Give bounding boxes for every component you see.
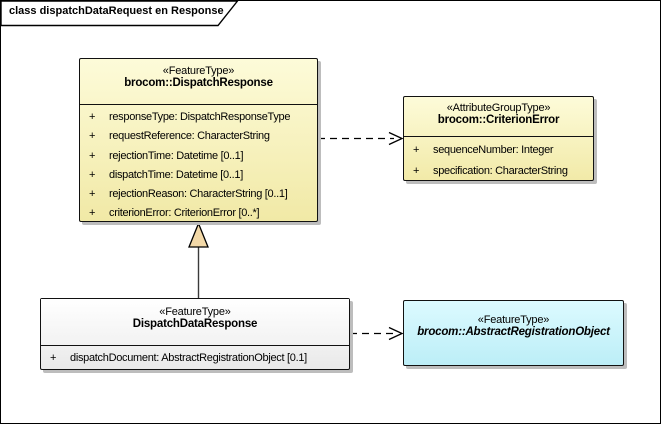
visibility-marker: + xyxy=(89,207,96,220)
class-header: «AttributeGroupType» brocom::CriterionEr… xyxy=(404,97,593,137)
visibility-marker: + xyxy=(413,144,420,156)
stereotype-label: «FeatureType» xyxy=(159,306,231,318)
attribute-row[interactable]: + dispatchTime: Datetime [0..1] xyxy=(80,166,317,185)
class-name: brocom::CriterionError xyxy=(437,114,560,126)
visibility-marker: + xyxy=(50,352,57,364)
class-box-dispatch-response[interactable]: «FeatureType» brocom::DispatchResponse +… xyxy=(79,58,318,222)
frame-tab xyxy=(0,0,239,27)
attribute-text: criterionError: CriterionError [0..*] xyxy=(109,207,260,220)
visibility-marker: + xyxy=(89,149,96,162)
generalization-arrow[interactable] xyxy=(188,221,209,299)
attribute-row[interactable]: + criterionError: CriterionError [0..*] xyxy=(80,204,317,223)
attribute-text: sequenceNumber: Integer xyxy=(433,144,554,156)
attribute-row[interactable]: + dispatchDocument: AbstractRegistration… xyxy=(41,350,349,370)
attribute-row[interactable]: + sequenceNumber: Integer xyxy=(404,141,593,162)
attribute-compartment: + sequenceNumber: Integer + specificatio… xyxy=(404,137,593,182)
attribute-row[interactable]: + rejectionReason: CharacterString [0..1… xyxy=(80,185,317,204)
attribute-row[interactable]: + requestReference: CharacterString xyxy=(80,127,317,146)
class-header: «FeatureType» brocom::DispatchResponse xyxy=(80,59,317,105)
attribute-row[interactable]: + rejectionTime: Datetime [0..1] xyxy=(80,147,317,166)
attribute-text: rejectionReason: CharacterString [0..1] xyxy=(109,188,288,201)
attribute-text: rejectionTime: Datetime [0..1] xyxy=(109,149,244,162)
visibility-marker: + xyxy=(89,111,96,123)
open-arrowhead-icon xyxy=(388,131,404,146)
class-name: brocom::DispatchResponse xyxy=(124,77,273,89)
visibility-marker: + xyxy=(89,188,96,201)
attribute-compartment: + responseType: DispatchResponseType + r… xyxy=(80,105,317,224)
attribute-row[interactable]: + specification: CharacterString xyxy=(404,162,593,183)
stereotype-label: «FeatureType» xyxy=(477,314,550,326)
class-box-dispatch-data-response[interactable]: «FeatureType» DispatchDataResponse + dis… xyxy=(40,298,350,370)
attribute-text: dispatchTime: Datetime [0..1] xyxy=(109,168,243,181)
attribute-compartment: + dispatchDocument: AbstractRegistration… xyxy=(41,346,349,370)
attribute-text: dispatchDocument: AbstractRegistrationOb… xyxy=(70,352,307,364)
class-box-criterion-error[interactable]: «AttributeGroupType» brocom::CriterionEr… xyxy=(403,96,594,181)
dependency-arrow-abstract-registration-object[interactable] xyxy=(350,326,404,341)
stereotype-label: «FeatureType» xyxy=(162,65,235,77)
diagram-title: class dispatchDataRequest en Response xyxy=(9,5,224,17)
stereotype-label: «AttributeGroupType» xyxy=(446,102,551,114)
open-arrowhead-icon xyxy=(388,326,404,341)
visibility-marker: + xyxy=(89,168,96,181)
generalization-triangle-icon xyxy=(188,221,209,248)
attribute-text: requestReference: CharacterString xyxy=(109,130,270,143)
visibility-marker: + xyxy=(89,130,96,143)
attribute-text: responseType: DispatchResponseType xyxy=(109,111,291,123)
visibility-marker: + xyxy=(413,164,420,177)
class-header: «FeatureType» brocom::AbstractRegistrati… xyxy=(404,301,623,365)
class-header: «FeatureType» DispatchDataResponse xyxy=(41,299,349,346)
attribute-row[interactable]: + responseType: DispatchResponseType xyxy=(80,108,317,127)
dependency-arrow-criterion-error[interactable] xyxy=(318,131,404,146)
class-name: DispatchDataResponse xyxy=(132,318,258,330)
class-box-abstract-registration-object[interactable]: «FeatureType» brocom::AbstractRegistrati… xyxy=(403,300,624,366)
class-name: brocom::AbstractRegistrationObject xyxy=(417,326,610,338)
attribute-text: specification: CharacterString xyxy=(433,164,568,177)
